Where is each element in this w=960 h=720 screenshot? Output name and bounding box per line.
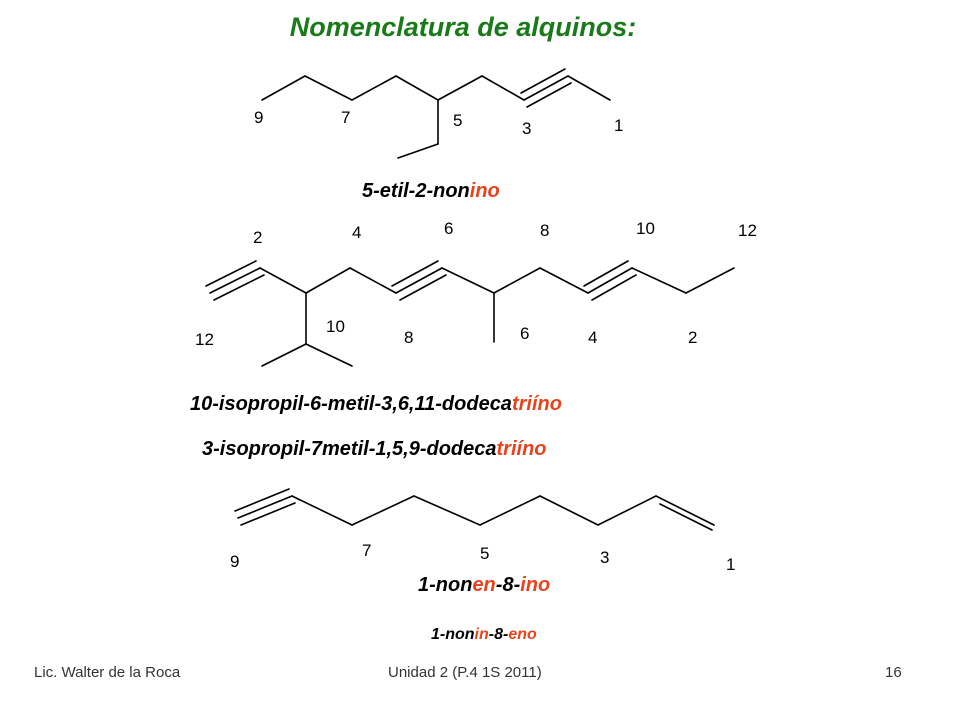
mol2-top-label: 12: [738, 221, 757, 240]
molecule-2-bottom-numbering: 12 10 8 6 4 2: [195, 317, 697, 349]
mol2-bottom-label: 4: [588, 328, 597, 347]
molecule-3-numbering: 9 7 5 3 1: [230, 541, 735, 574]
compound-name-3a: 1-nonen-8-ino: [418, 574, 550, 597]
mol3-label: 5: [480, 544, 489, 563]
mol2-bottom-label: 10: [326, 317, 345, 336]
name-part: -8-: [495, 574, 521, 596]
molecule-1-skeleton: [261, 68, 611, 159]
footer-unit: Unidad 2 (P.4 1S 2011): [388, 664, 542, 681]
name-part: -8-: [488, 626, 509, 643]
name-highlight: in: [474, 626, 489, 643]
name-highlight: en: [472, 574, 496, 596]
footer-page-number: 16: [885, 664, 902, 681]
name-highlight: eno: [508, 626, 537, 643]
mol2-top-label: 8: [540, 221, 549, 240]
mol2-top-label: 4: [352, 223, 361, 242]
name-highlight: ino: [520, 574, 551, 596]
compound-name-1: 5-etil-2-nonino: [362, 180, 500, 203]
mol2-top-label: 2: [253, 228, 262, 247]
mol3-label: 3: [600, 548, 609, 567]
mol3-label: 1: [726, 555, 735, 574]
mol2-bottom-label: 8: [404, 328, 413, 347]
name-base: 3-isopropil-7metil-1,5,9-dodeca: [202, 438, 497, 460]
slide-title: Nomenclatura de alquinos:: [289, 12, 637, 42]
name-base: 10-isopropil-6-metil-3,6,11-dodeca: [190, 393, 512, 415]
mol3-label: 7: [362, 541, 371, 560]
mol2-bottom-label: 12: [195, 330, 214, 349]
name-part: 1-non: [431, 626, 475, 643]
mol2-bottom-label: 2: [688, 328, 697, 347]
mol1-label: 5: [453, 111, 462, 130]
molecule-3-skeleton: [234, 488, 715, 531]
mol2-top-label: 10: [636, 219, 655, 238]
mol1-label: 9: [254, 108, 263, 127]
name-suffix: ino: [469, 180, 500, 202]
name-suffix: triíno: [511, 393, 562, 415]
molecule-2-top-numbering: 2 4 6 8 10 12: [253, 219, 757, 247]
footer-author: Lic. Walter de la Roca: [34, 664, 181, 681]
mol3-label: 9: [230, 552, 239, 571]
compound-name-2a: 10-isopropil-6-metil-3,6,11-dodecatriíno: [190, 393, 562, 416]
molecule-1-numbering: 9 7 5 3 1: [254, 108, 623, 138]
compound-name-3b: 1-nonin-8-eno: [431, 626, 537, 644]
mol2-top-label: 6: [444, 219, 453, 238]
mol1-label: 7: [341, 108, 350, 127]
mol2-bottom-label: 6: [520, 324, 529, 343]
name-suffix: triíno: [496, 438, 547, 460]
name-part: 1-non: [418, 574, 473, 596]
molecule-2-skeleton: [205, 260, 735, 367]
mol1-label: 1: [614, 116, 623, 135]
mol1-label: 3: [522, 119, 531, 138]
compound-name-2b: 3-isopropil-7metil-1,5,9-dodecatriíno: [202, 438, 547, 461]
name-base: 5-etil-2-non: [362, 180, 470, 202]
